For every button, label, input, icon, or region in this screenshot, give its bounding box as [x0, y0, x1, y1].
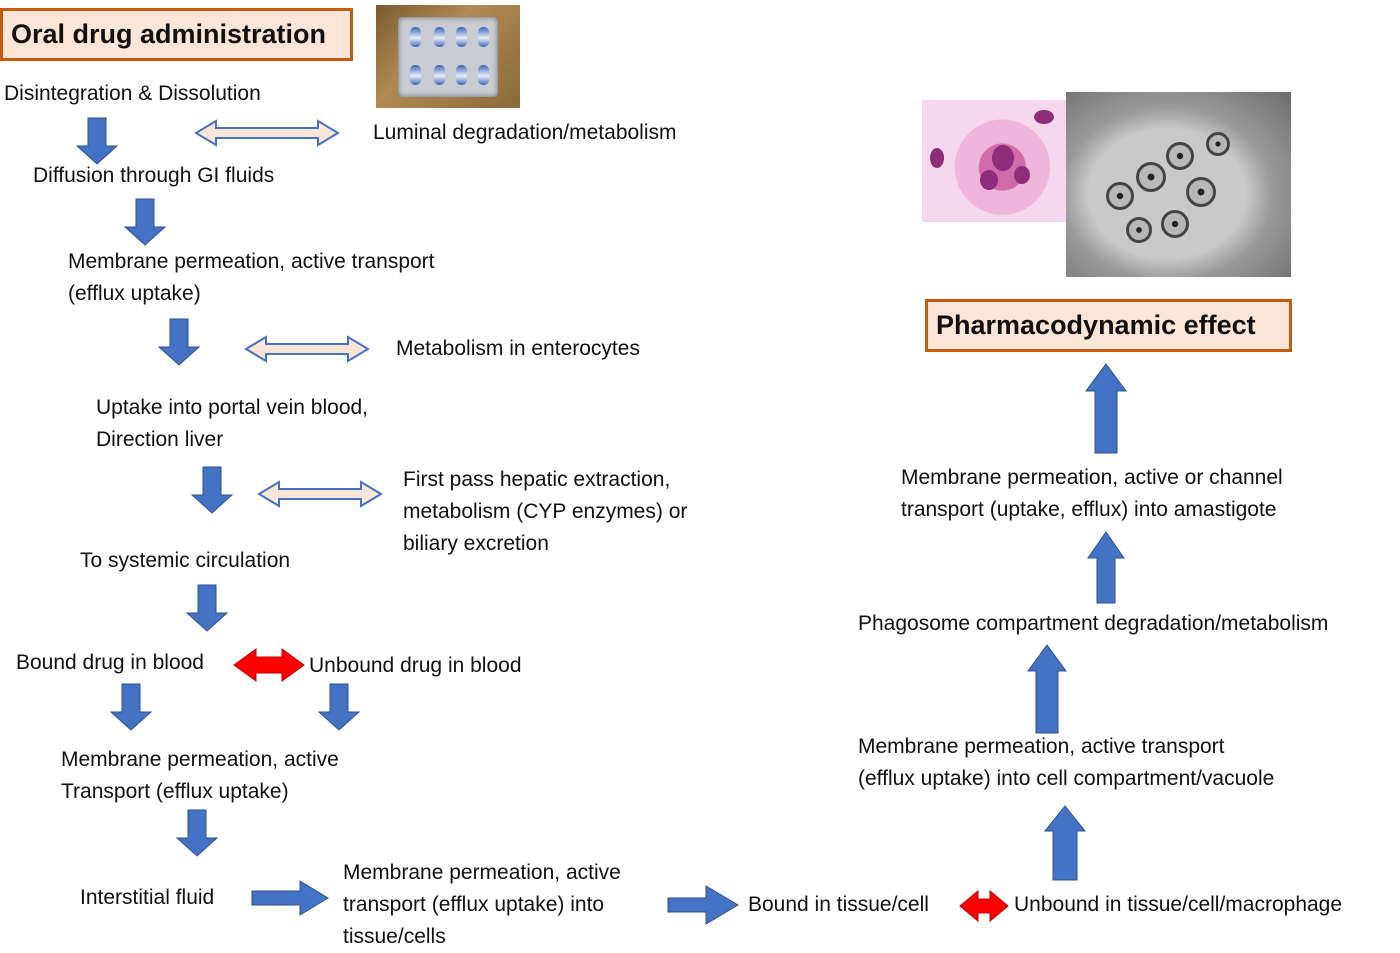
disintegration-dissolution-label: Disintegration & Dissolution — [4, 82, 261, 105]
down-arrow-1 — [76, 117, 118, 165]
unbound-tissue-label: Unbound in tissue/cell/macrophage — [1014, 893, 1343, 916]
double-arrow-luminal — [194, 119, 340, 147]
portal-vein-uptake-label: Uptake into portal vein blood, Direction… — [96, 396, 369, 451]
down-arrow-7 — [318, 683, 360, 731]
down-arrow-6 — [110, 683, 152, 731]
right-arrow-2 — [667, 885, 739, 925]
double-arrow-enterocytes — [244, 335, 370, 363]
unbound-drug-blood-label: Unbound drug in blood — [309, 654, 522, 677]
first-pass-extraction-label: First pass hepatic extraction, metabolis… — [403, 468, 688, 555]
phagosome-compartment-label: Phagosome compartment degradation/metabo… — [858, 612, 1329, 635]
red-double-arrow-blood — [233, 648, 305, 682]
membrane-permeation-4-label: Membrane permeation, active transport (e… — [858, 735, 1275, 790]
title-pharmacodynamic-effect: Pharmacodynamic effect — [925, 299, 1292, 352]
up-arrow-2 — [1027, 644, 1067, 734]
up-arrow-3 — [1087, 531, 1125, 604]
down-arrow-8 — [176, 809, 218, 857]
membrane-permeation-5-label: Membrane permeation, active or channel t… — [901, 466, 1283, 521]
luminal-degradation-label: Luminal degradation/metabolism — [373, 121, 677, 144]
bound-tissue-label: Bound in tissue/cell — [748, 893, 929, 916]
metabolism-enterocytes-label: Metabolism in enterocytes — [396, 337, 640, 360]
systemic-circulation-label: To systemic circulation — [80, 549, 291, 572]
diffusion-gi-fluids-label: Diffusion through GI fluids — [33, 164, 275, 187]
blister-pack-image — [376, 5, 520, 108]
electron-micrograph-vacuole — [1066, 92, 1291, 277]
down-arrow-3 — [158, 318, 200, 366]
right-arrow-1 — [251, 880, 329, 916]
bound-drug-blood-label: Bound drug in blood — [16, 651, 204, 674]
interstitial-fluid-label: Interstitial fluid — [80, 886, 215, 909]
down-arrow-5 — [186, 584, 228, 632]
membrane-permeation-2-label: Membrane permeation, active Transport (e… — [61, 748, 339, 803]
up-arrow-1 — [1043, 805, 1087, 881]
stained-macrophage-micrograph — [922, 100, 1068, 222]
double-arrow-first-pass — [257, 480, 383, 508]
down-arrow-2 — [124, 198, 166, 246]
membrane-permeation-3-label: Membrane permeation, active transport (e… — [343, 861, 621, 948]
up-arrow-4 — [1085, 363, 1127, 454]
membrane-permeation-1-label: Membrane permeation, active transport (e… — [68, 250, 435, 305]
down-arrow-4 — [191, 466, 233, 514]
red-double-arrow-tissue — [959, 889, 1009, 923]
title-oral-drug-administration: Oral drug administration — [0, 8, 353, 61]
